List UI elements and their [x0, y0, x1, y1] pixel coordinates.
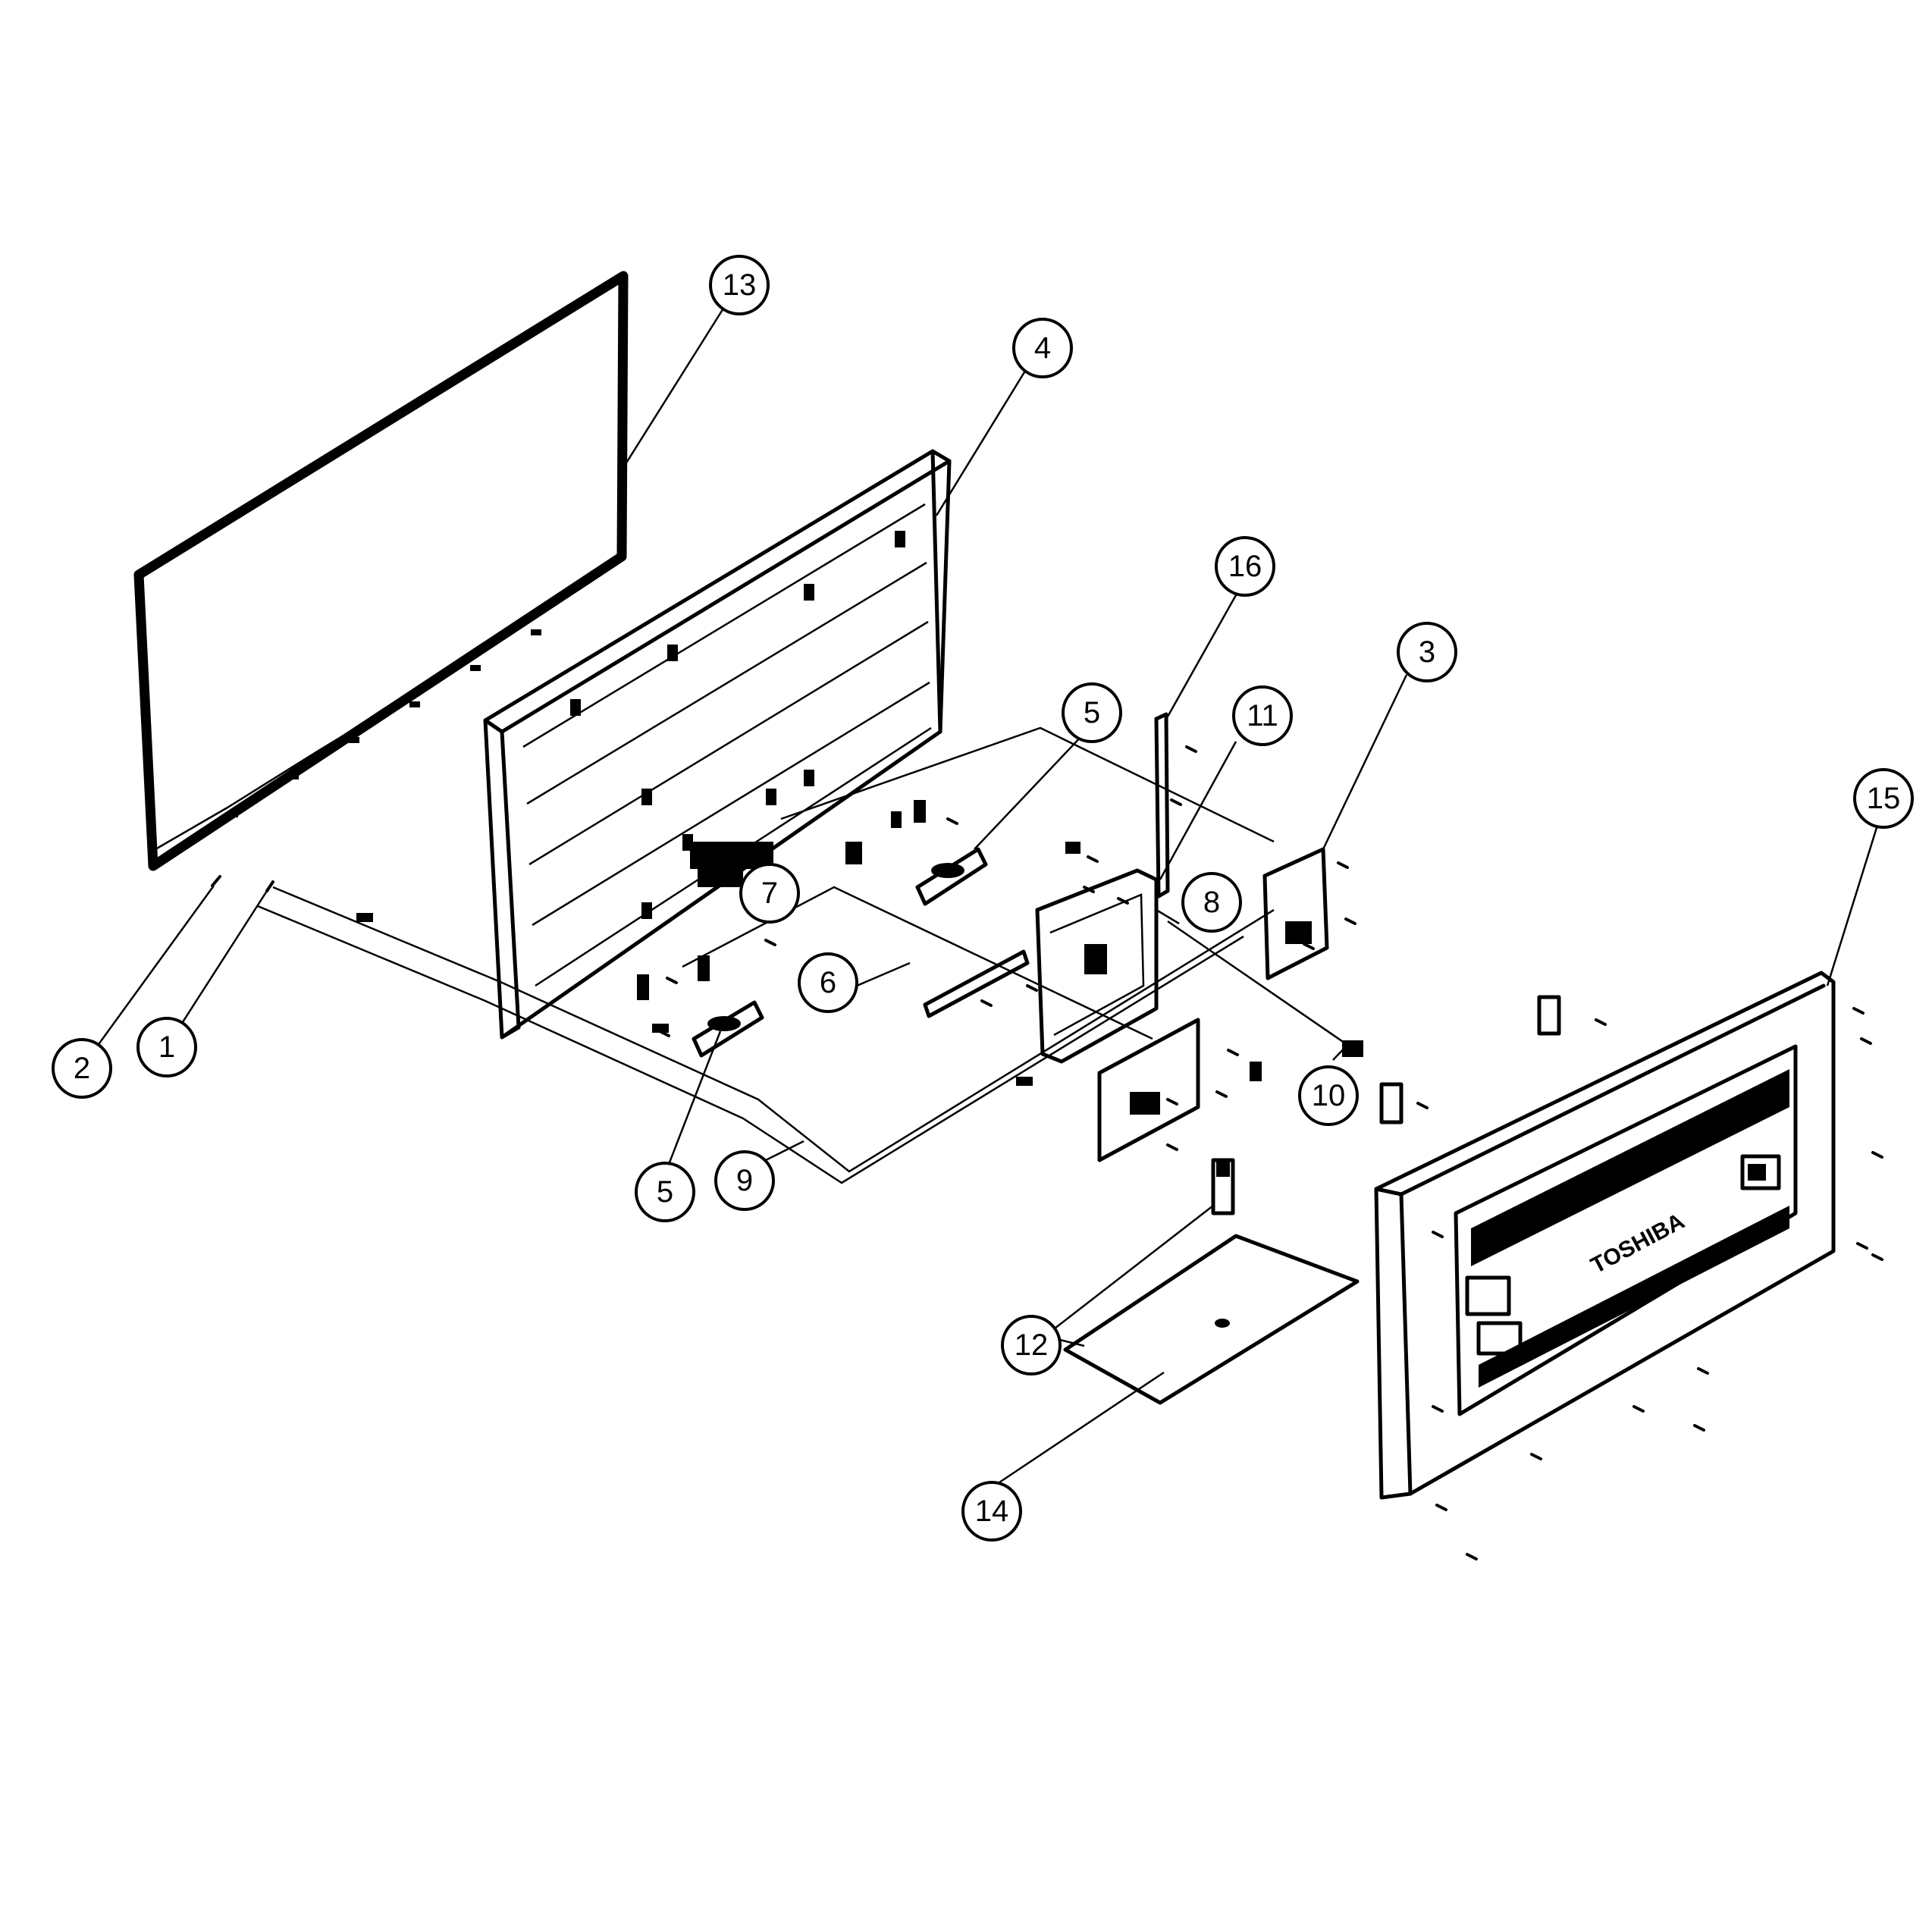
- part-15-rear-cover: TOSHIBA: [1374, 971, 1836, 1500]
- svg-text:16: 16: [1228, 550, 1262, 583]
- part-6-bracket: [682, 726, 1275, 1040]
- svg-text:13: 13: [723, 268, 757, 302]
- svg-text:11: 11: [1247, 699, 1278, 732]
- callout-10: 10: [1298, 1065, 1359, 1126]
- hinge-brackets: [1379, 995, 1561, 1124]
- part-14-stand-base: [1063, 1234, 1360, 1405]
- part-11-main-board: [1035, 868, 1159, 1064]
- svg-text:8: 8: [1203, 886, 1220, 919]
- part-5-foot-upper: [915, 847, 988, 906]
- svg-text:4: 4: [1034, 331, 1051, 365]
- part-7-connector: [698, 864, 743, 887]
- svg-text:14: 14: [975, 1495, 1009, 1528]
- svg-text:5: 5: [1084, 696, 1100, 729]
- callout-1: 1: [136, 1017, 197, 1077]
- part-13-front-bezel: [133, 271, 629, 871]
- part-5-foot-lower: [692, 1000, 764, 1058]
- callout-6: 6: [798, 952, 858, 1013]
- callout-9: 9: [714, 1150, 775, 1211]
- svg-text:5: 5: [657, 1175, 673, 1209]
- leader-lines: [96, 304, 1880, 1484]
- callout-15: 15: [1853, 768, 1914, 829]
- callout-3: 3: [1397, 622, 1457, 682]
- part-16-vertical-bracket: [1154, 712, 1170, 899]
- svg-text:3: 3: [1419, 635, 1435, 669]
- callout-7: 7: [739, 863, 800, 924]
- callout-4: 4: [1012, 318, 1073, 378]
- callout-13: 13: [709, 255, 770, 315]
- screws: [211, 745, 1883, 1560]
- callout-5-upper: 5: [1062, 682, 1122, 743]
- small-brackets: [637, 800, 1080, 1000]
- svg-text:2: 2: [74, 1052, 90, 1085]
- part-9-cable-outline: [257, 886, 1275, 1184]
- power-board: [1097, 1018, 1262, 1162]
- svg-text:12: 12: [1015, 1328, 1049, 1362]
- callout-14: 14: [961, 1481, 1022, 1542]
- callout-16: 16: [1215, 536, 1275, 597]
- callout-8: 8: [1181, 872, 1242, 933]
- svg-text:6: 6: [820, 966, 836, 999]
- rail-bracket: [923, 949, 1030, 1018]
- part-12-stand-neck: [1211, 1158, 1235, 1215]
- part-4-lcd-panel: [483, 449, 952, 1040]
- svg-text:9: 9: [736, 1164, 753, 1197]
- callout-12: 12: [1001, 1315, 1062, 1375]
- svg-text:7: 7: [761, 877, 778, 910]
- svg-text:15: 15: [1867, 782, 1901, 815]
- svg-text:1: 1: [158, 1030, 175, 1064]
- callout-2: 2: [52, 1038, 112, 1099]
- callout-11: 11: [1232, 685, 1293, 746]
- callout-5-lower: 5: [635, 1162, 695, 1222]
- svg-text:10: 10: [1312, 1079, 1346, 1112]
- part-3-board: [1262, 847, 1329, 980]
